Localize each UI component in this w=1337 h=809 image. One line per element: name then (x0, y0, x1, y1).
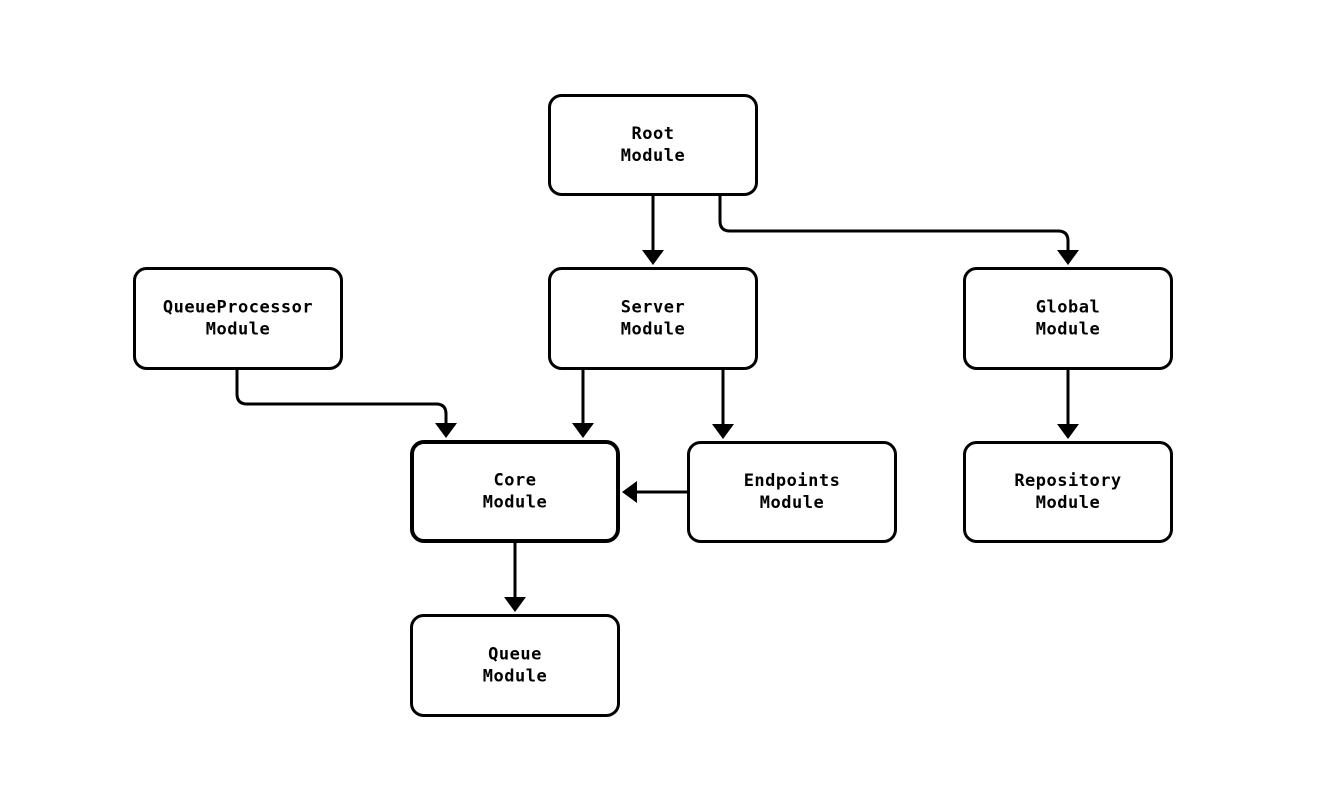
edges-layer: Root Module depends on Server Module Root… (235, 196, 1079, 612)
node-label-line2-core: Module (483, 493, 547, 513)
node-label-line2-queue: Module (483, 667, 547, 687)
node-box-queue[interactable] (410, 614, 620, 717)
edge-root-to-server: Root Module depends on Server Module (642, 196, 664, 265)
node-box-queueprocessor[interactable] (133, 267, 343, 370)
node-label-line2-root: Module (621, 146, 685, 166)
node-label-line2-server: Module (621, 320, 685, 340)
node-box-global[interactable] (963, 267, 1173, 370)
node-box-core[interactable] (410, 440, 620, 543)
node-label-line1-root: Root (632, 124, 675, 144)
node-box-root[interactable] (548, 94, 758, 196)
edge-core-to-queue: Core Module depends on Queue Module (504, 543, 526, 612)
node-label-line1-endpoints: Endpoints (744, 471, 841, 491)
edge-endpoints-to-core: Endpoints Module depends on Core Module (622, 481, 687, 503)
node-label-line1-server: Server (621, 298, 685, 318)
edge-global-to-repository: Global Module depends on Repository Modu… (1057, 370, 1079, 439)
node-box-repository[interactable] (963, 441, 1173, 543)
edge-server-to-endpoints: Server Module depends on Endpoints Modul… (712, 370, 734, 439)
arrowhead-global-to-repository (1057, 424, 1079, 439)
arrowhead-root-to-global (1057, 250, 1079, 265)
node-label-line1-queue: Queue (488, 645, 542, 665)
edge-queueprocessor-to-core: QueueProcessor Module depends on Core Mo… (235, 370, 457, 438)
node-label-line1-core: Core (494, 471, 537, 491)
node-box-endpoints[interactable] (687, 441, 897, 543)
edge-root-to-global: Root Module depends on Global Module (718, 196, 1079, 265)
node-label-line2-queueprocessor: Module (206, 320, 270, 340)
arrowhead-server-to-endpoints (712, 424, 734, 439)
node-label-line1-global: Global (1036, 298, 1100, 318)
arrowhead-queueprocessor-to-core (435, 423, 457, 438)
edge-line-queueprocessor-to-core (235, 370, 448, 425)
node-label-line2-endpoints: Module (760, 493, 824, 513)
edge-server-to-core: Server Module depends on Core Module (572, 370, 594, 438)
node-label-line1-queueprocessor: QueueProcessor (163, 298, 313, 318)
node-label-line2-repository: Module (1036, 493, 1100, 513)
node-label-line1-repository: Repository (1014, 471, 1121, 491)
arrowhead-root-to-server (642, 250, 664, 265)
edge-line-root-to-global (718, 196, 1070, 252)
arrowhead-core-to-queue (504, 597, 526, 612)
node-label-line2-global: Module (1036, 320, 1100, 340)
node-box-server[interactable] (548, 267, 758, 370)
arrowhead-server-to-core (572, 423, 594, 438)
arrowhead-endpoints-to-core (622, 481, 637, 503)
